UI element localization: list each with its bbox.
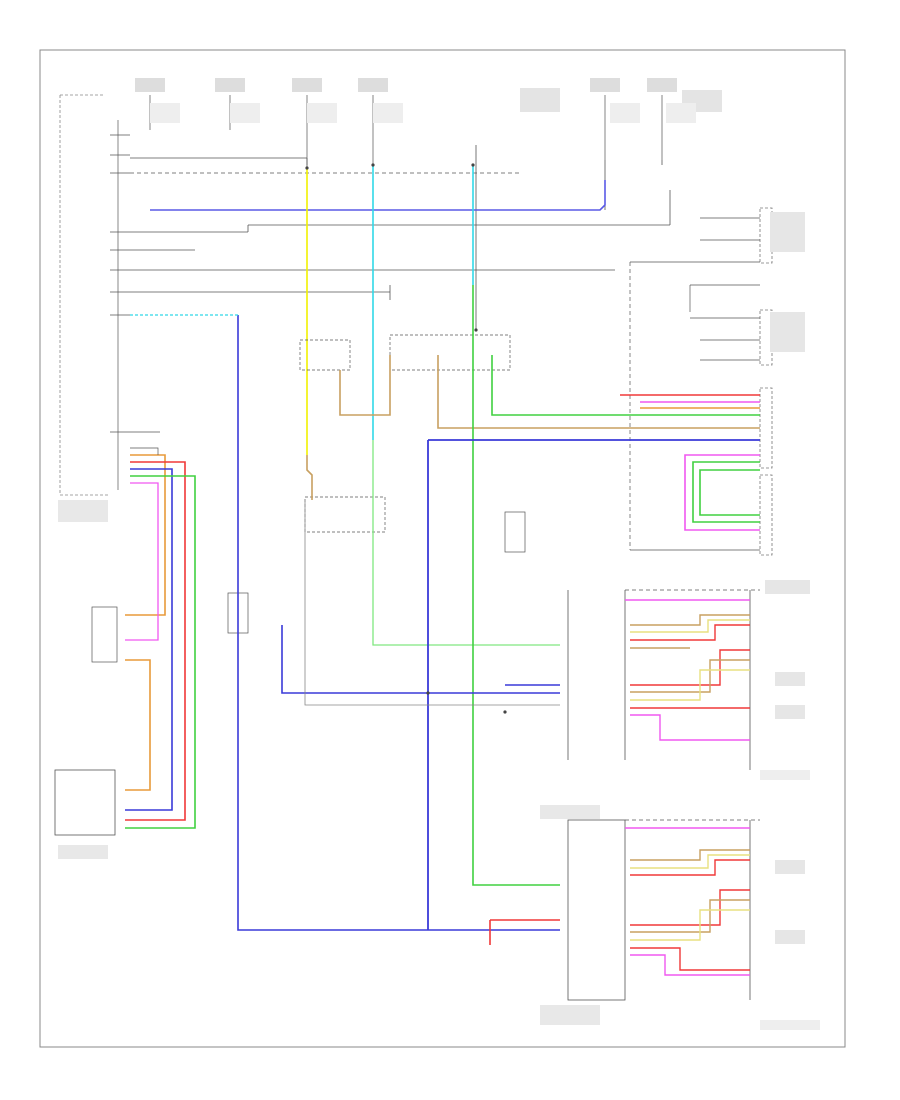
terminal-dots [305,163,507,714]
wire-green-low [472,285,560,886]
middle-connectors [91,334,526,663]
wire-green-loop [692,461,760,523]
upper-module-wires [625,599,750,741]
wire-tan-3 [306,455,313,500]
left-bundle [125,447,196,829]
wire-green-loop-2 [699,469,760,516]
left-module [59,94,110,496]
left-module-pins [110,120,130,490]
lower-left-control-box [54,769,116,836]
component-labels [760,212,820,1030]
wire-blue-long [237,315,560,931]
diagram-frame [39,49,846,1048]
upper-control-module [567,589,760,770]
lower-module-label [540,805,600,819]
left-module-label [58,500,108,522]
wire-blue-top [150,180,606,211]
wire-tan-1 [339,355,391,416]
right-connectors [759,207,773,556]
wire-black-mid-2 [304,500,560,706]
wire-green-top [491,355,760,416]
lower-left-control-label [58,845,108,859]
wire-pink-loop [684,454,760,531]
black-wires [130,145,671,330]
wire-blue-mid-2 [281,625,560,694]
power-source-labels [135,78,722,123]
lower-module-wires [625,827,750,976]
wire-green-mid [372,440,560,646]
power-sources [149,95,663,165]
wire-tan-2 [437,355,760,429]
right-connector-lines [629,217,760,550]
lower-module-bottom-label [540,1005,600,1025]
